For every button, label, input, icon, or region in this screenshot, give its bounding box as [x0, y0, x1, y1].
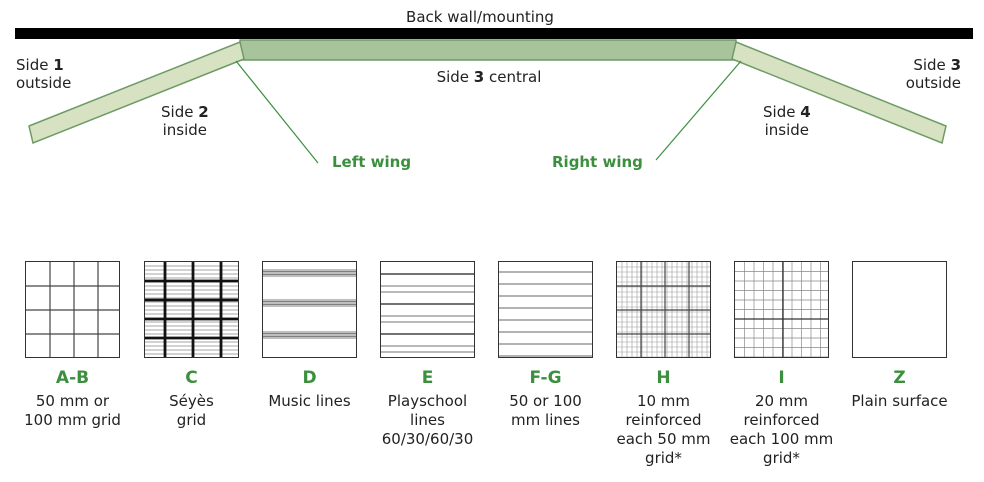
surface-code: F-G [529, 368, 562, 388]
back-wall-label: Back wall/mounting [406, 8, 554, 26]
surface-description: Music lines [268, 392, 350, 411]
surface-swatch-a-b [25, 261, 120, 358]
grid20-pattern [735, 262, 828, 357]
surface-description-line: Séyès [169, 392, 214, 410]
grid10-pattern [617, 262, 710, 357]
surface-description-line: reinforced [625, 411, 702, 429]
right-wing-label: Right wing [552, 153, 643, 171]
surface-description-line: Playschool [387, 392, 468, 410]
seyes-pattern [145, 262, 238, 357]
surface-description-line: 100 mm grid [24, 411, 121, 429]
surface-description-line: each 100 mm [729, 430, 834, 448]
surface-code: H [656, 368, 671, 388]
surface-description-line: 50 or 100 [509, 392, 582, 410]
surface-description-line: 50 mm or [35, 392, 110, 410]
surface-description-line: reinforced [743, 411, 820, 429]
side3-outside-label: Side 3 outside [905, 56, 961, 92]
surface-code: Z [893, 368, 906, 388]
surface-swatch-d [262, 261, 357, 358]
surface-swatch-f-g [498, 261, 593, 358]
central-panel [239, 39, 737, 61]
surface-description-line: mm lines [511, 411, 580, 429]
back-wall-bar [15, 28, 973, 39]
surface-swatch-h [616, 261, 711, 358]
left-wing-label: Left wing [332, 153, 412, 171]
surface-description-line: grid* [763, 449, 800, 467]
surface-description-line: grid [176, 411, 207, 429]
surface-description-line: Music lines [268, 392, 351, 410]
surface-description-line: lines [410, 411, 445, 429]
grid-pattern [26, 262, 119, 357]
playschool-pattern [381, 273, 474, 353]
surface-swatch-c [144, 261, 239, 358]
surface-swatch-i [734, 261, 829, 358]
left-wing-leader [235, 60, 319, 164]
surface-code: C [185, 368, 198, 388]
surface-code: I [778, 368, 785, 388]
left-wing-panel [28, 40, 245, 145]
side4-label: Side 4 inside [763, 103, 811, 139]
surface-code: E [421, 368, 434, 388]
plain-pattern [853, 262, 947, 358]
surface-swatch-e [380, 261, 475, 358]
board-panels [15, 28, 973, 164]
board-layout-diagram: Back wall/mounting Side 1 outside Side 2… [0, 0, 984, 230]
surface-code: D [302, 368, 317, 388]
surface-description-line: 10 mm [636, 392, 691, 410]
side1-label: Side 1 outside [16, 56, 72, 92]
surface-description-line: Plain surface [851, 392, 948, 410]
surface-description: Plain surface [851, 392, 947, 411]
surface-description-line: grid* [645, 449, 682, 467]
side3-central-label: Side 3 central [436, 68, 542, 86]
right-wing-leader [655, 60, 742, 161]
surface-swatch-z [852, 261, 947, 358]
surface-description-line: 60/30/60/30 [381, 430, 474, 448]
side2-label: Side 2 inside [161, 103, 209, 139]
surface-code: A-B [55, 368, 90, 388]
right-wing-panel [731, 40, 947, 145]
surface-description-line: each 50 mm [616, 430, 711, 448]
lines-pattern [499, 271, 592, 357]
music-pattern [263, 269, 356, 339]
surface-description-line: 20 mm [754, 392, 809, 410]
